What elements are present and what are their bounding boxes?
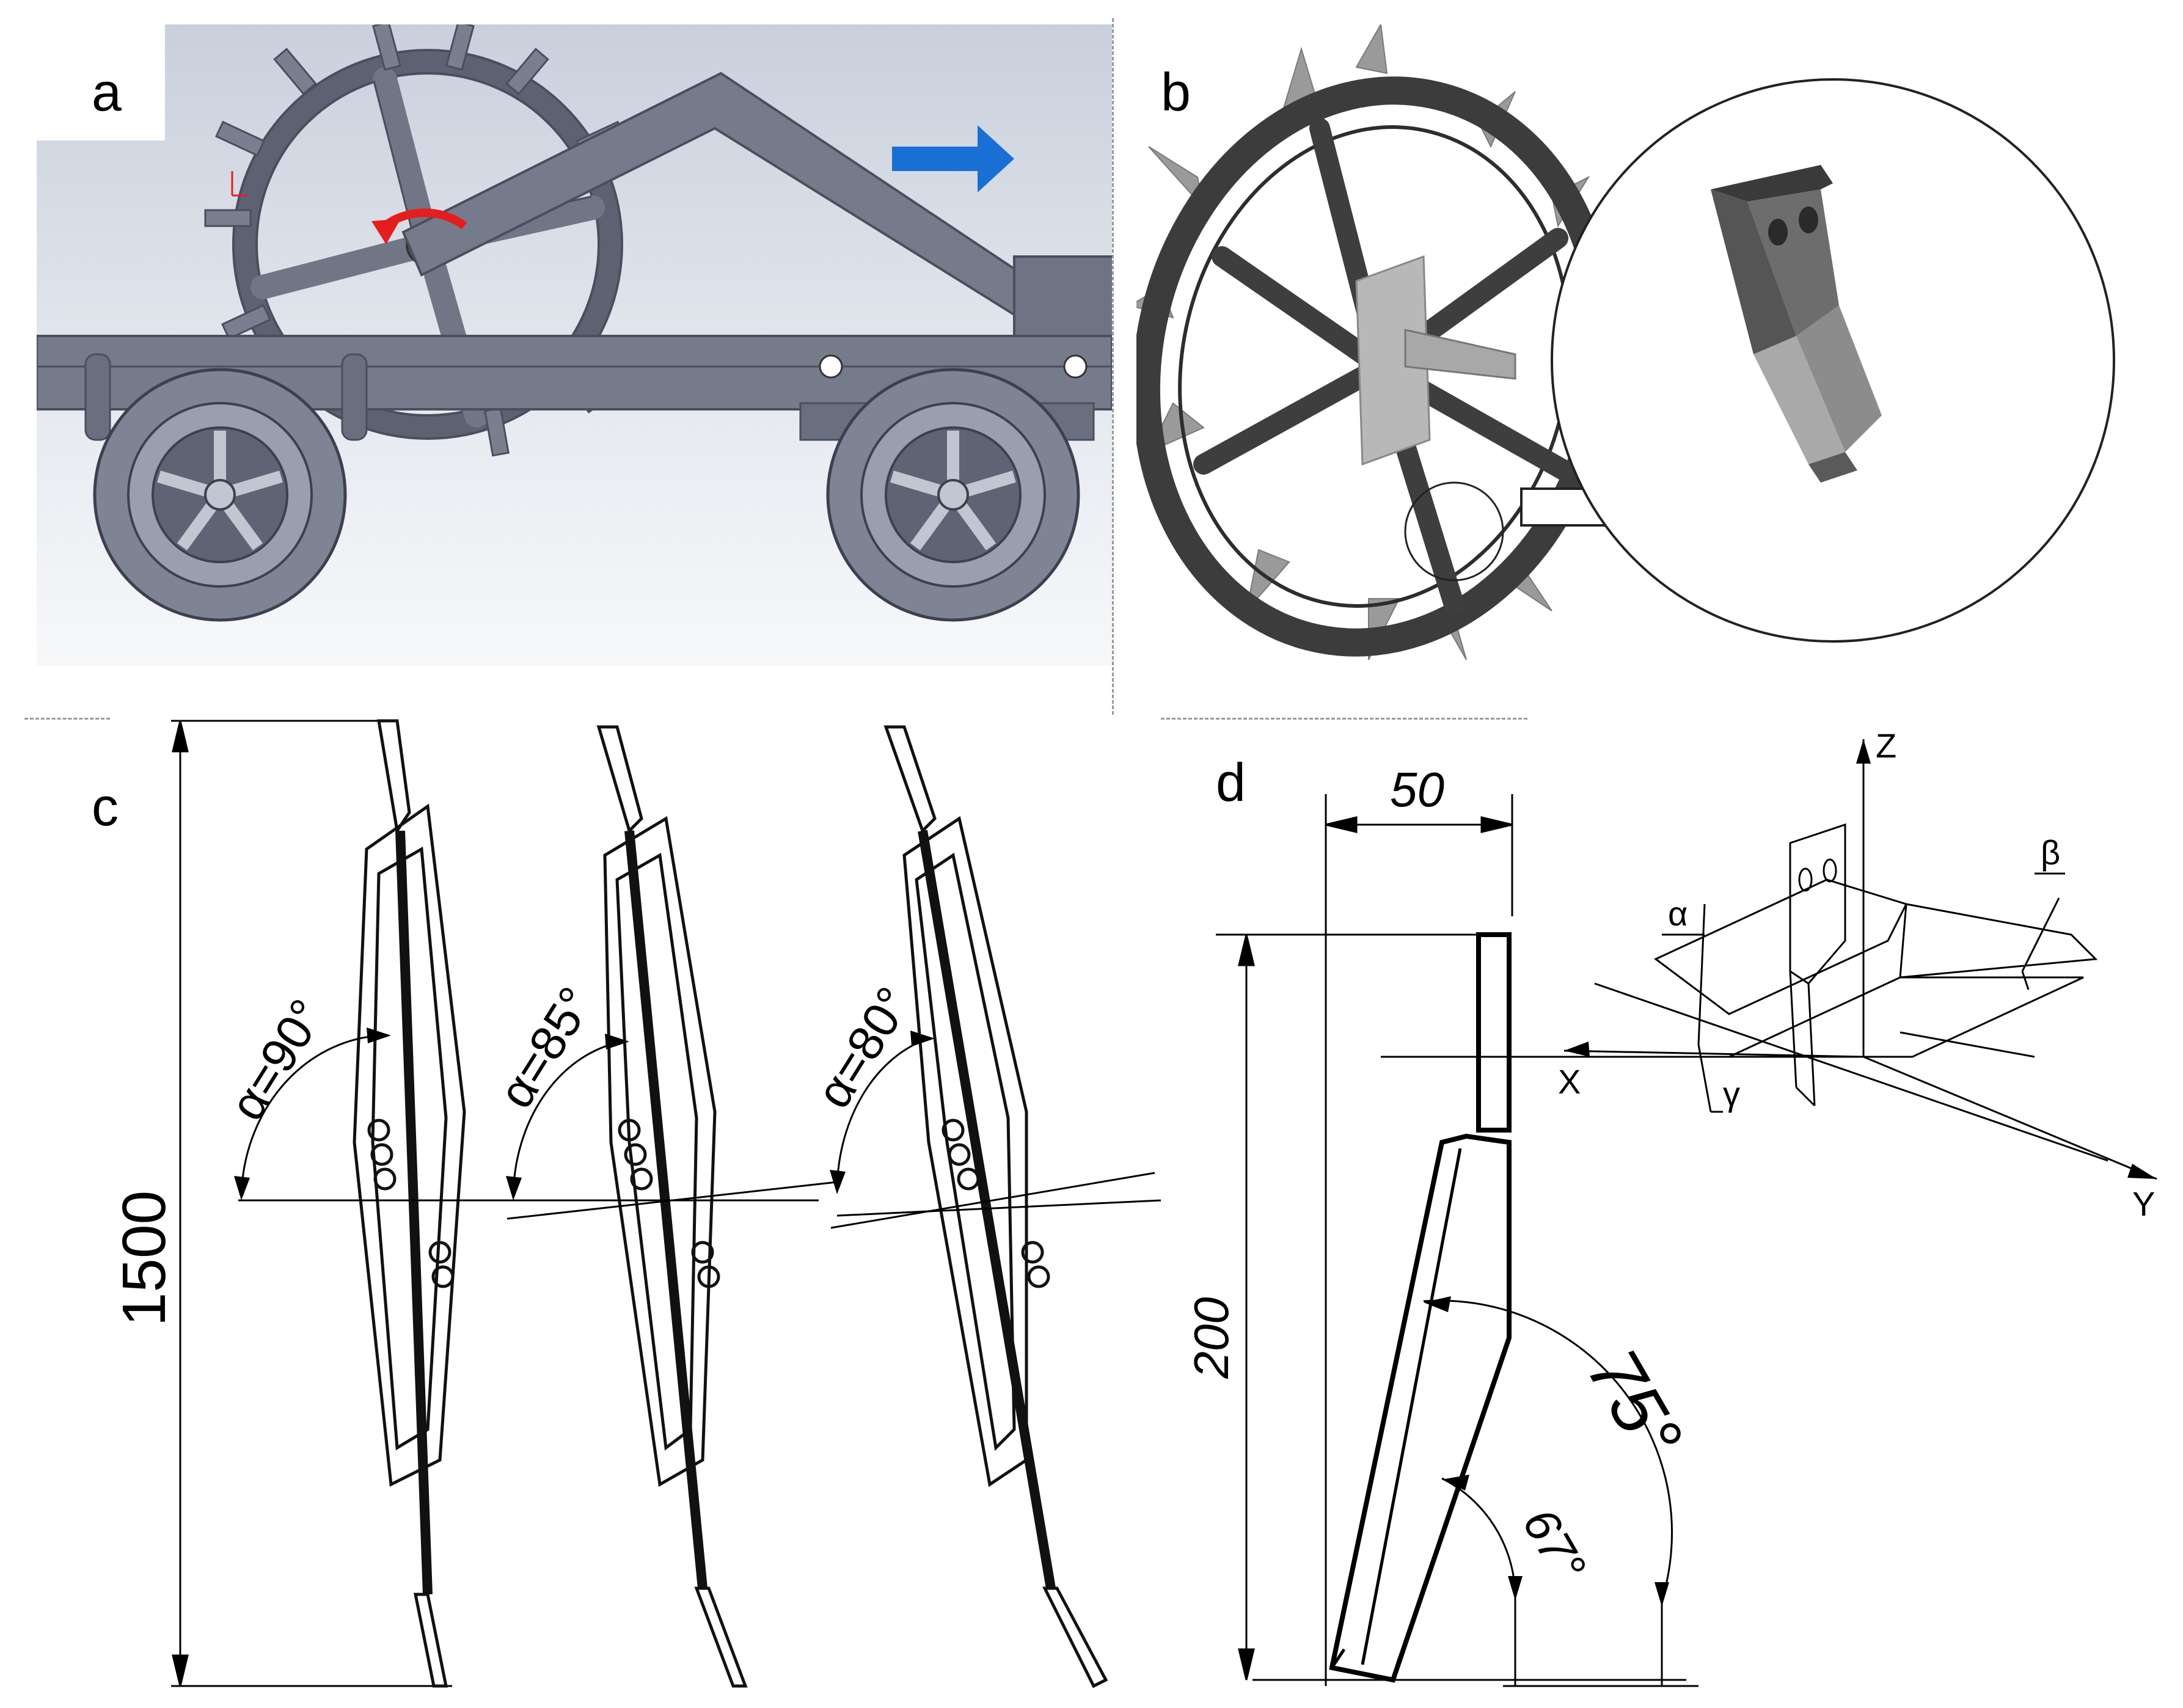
blade-angle-arcs [1423,1299,1698,1687]
blade-detail [1711,165,1882,483]
angle-arrowheads [234,1027,935,1200]
height-dimension-label: 200 [1184,1297,1238,1379]
blade-assembly-85 [596,725,748,1688]
rotor-blades [204,21,626,457]
axis-marker-icon [231,171,247,197]
rear-wheel [826,368,1080,622]
height-dimension-label: 1500 [110,1191,178,1326]
x-axis-line [1563,1049,1864,1058]
blade-side-profile [1329,932,1512,1683]
blade-angle-drawing: 1500 [110,719,1161,1688]
gamma-label: γ [1723,1075,1740,1113]
angle-label-90: α=90° [219,990,335,1130]
width-dimension-label: 50 [1390,762,1444,817]
label-backdrop [37,24,165,141]
angle-label-67: 67° [1512,1499,1596,1590]
blade-assembly-80 [883,725,1108,1688]
horizontal-divider-left [24,718,110,720]
angle-label-80: α=80° [806,977,921,1117]
panel-c: 1500 [0,715,1179,1704]
blade-angle-arrowheads [1424,1296,1669,1607]
angle-label-85: α=85° [488,977,604,1117]
travel-direction-arrow [892,125,1014,192]
panel-b: b [1128,22,2163,684]
angle-reference-lines [238,1034,1161,1229]
weeder-cart-render [35,21,1119,666]
front-wheel [93,368,347,622]
alpha-label: α [1668,894,1688,933]
rotation-arrowhead [371,219,401,244]
blade-assembly-90 [353,719,466,1688]
beta-label: β [2041,833,2060,872]
panel-a-label: a [92,62,122,122]
y-axis-line [1863,1056,2157,1180]
x-axis-label: X [1558,1062,1581,1101]
panel-c-label: c [92,776,119,837]
axis-arrowheads [1564,739,2157,1179]
panel-d-label: d [1216,752,1246,812]
blade-3d-sketch [1381,739,2108,1162]
horizontal-divider-mid [1161,718,1527,720]
panel-b-label: b [1161,62,1191,122]
panel-d: 50 200 [1179,715,2181,1704]
vertical-divider [1112,18,1114,715]
width-dimension-line [1325,794,1513,1686]
panel-a: a [35,21,1119,666]
blade-highlight-circle [1404,481,1504,582]
height-dimension-line [1216,933,1686,1681]
y-axis-label: Y [2132,1184,2155,1223]
blade-geometry-drawing: 50 200 [1184,726,2157,1687]
height-dimension-line [171,720,452,1687]
rotor-and-blade-render [1128,22,2115,660]
z-axis-label: Z [1876,726,1896,765]
